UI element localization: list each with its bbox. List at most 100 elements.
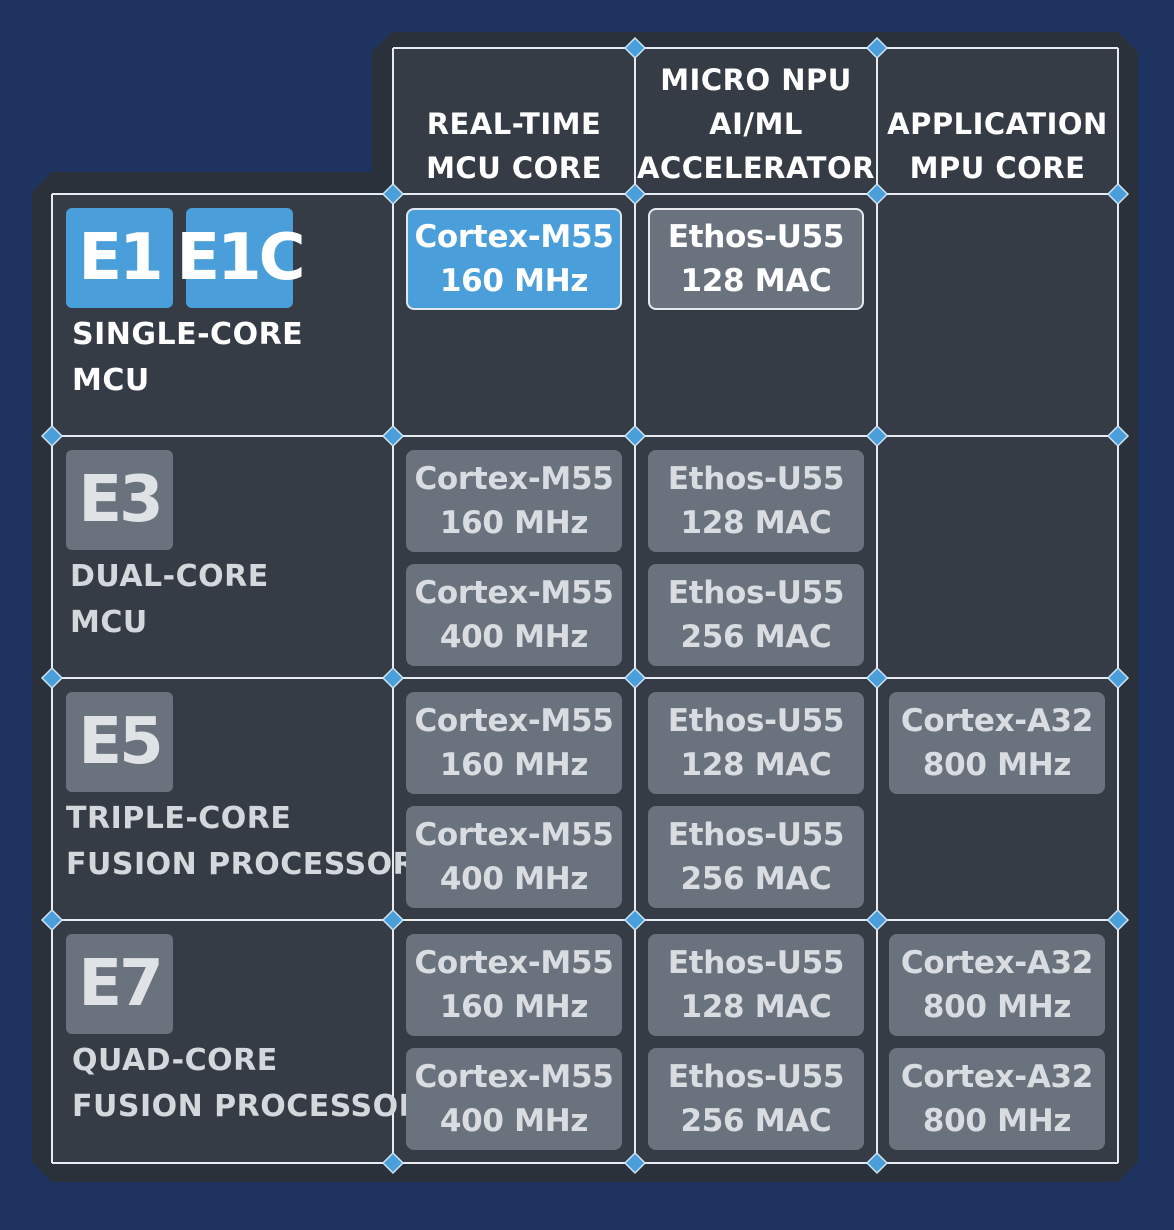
grid-node-top-1 [623,36,647,60]
grid-nodes [40,36,1130,1175]
core-spec: 400 MHz [439,861,589,897]
grid-node-r5-c1 [381,1151,405,1175]
model-badge-e5: E5 [66,692,173,792]
grid-node-r3-c0 [40,666,64,690]
model-badge-e7: E7 [66,934,173,1034]
grid-node-r2-c1 [381,424,405,448]
core-chip-mcu-3-0: Cortex-M55 160 MHz [406,934,622,1036]
grid-node-r5-c3 [865,1151,889,1175]
grid-node-r3-c1 [381,666,405,690]
core-spec: 800 MHz [922,747,1072,783]
model-badge-e1c: E1C [176,208,306,308]
grid-node-r2-c0 [40,424,64,448]
core-name: Ethos-U55 [667,461,845,497]
column-header-line: MPU CORE [909,151,1086,185]
grid-lines [51,47,1119,1164]
row-label-line: QUAD-CORE [72,1043,278,1078]
core-chip-mcu-3-1: Cortex-M55 400 MHz [406,1048,622,1150]
row-label-1: DUAL-CORE MCU [70,554,269,646]
core-chip-mcu-1-0: Cortex-M55 160 MHz [406,450,622,552]
core-name: Cortex-M55 [414,575,614,611]
column-header-1: MICRO NPU AI/ML ACCELERATOR [635,50,877,190]
core-chip-npu-3-1: Ethos-U55 256 MAC [648,1048,864,1150]
grid-node-r5-c2 [623,1151,647,1175]
row-label-line: DUAL-CORE [70,559,269,594]
column-header-line: APPLICATION [887,107,1108,141]
grid-node-r4-c3 [865,908,889,932]
grid-node-r1-c2 [623,182,647,206]
core-name: Cortex-M55 [414,1059,614,1095]
core-name: Ethos-U55 [667,219,845,255]
core-spec: 800 MHz [922,1103,1072,1139]
core-chip-npu-3-0: Ethos-U55 128 MAC [648,934,864,1036]
core-chip-mcu-1-1: Cortex-M55 400 MHz [406,564,622,666]
core-name: Ethos-U55 [667,1059,845,1095]
core-chip-mcu-0-0: Cortex-M55 160 MHz [406,208,622,310]
core-name: Ethos-U55 [667,575,845,611]
grid-node-r2-c4 [1106,424,1130,448]
core-spec: 256 MAC [680,619,832,655]
core-name: Ethos-U55 [667,945,845,981]
column-header-line: MICRO NPU [660,63,852,97]
column-header-line: REAL-TIME [426,107,602,141]
column-header-2: APPLICATION MPU CORE [877,50,1118,190]
row-label-2: TRIPLE-CORE FUSION PROCESSOR [66,796,416,888]
column-header-line: AI/ML [709,107,803,141]
row-label-3: QUAD-CORE FUSION PROCESSOR [72,1038,422,1130]
core-spec: 128 MAC [680,989,832,1025]
core-name: Cortex-M55 [414,945,614,981]
column-header-line: MCU CORE [426,151,602,185]
core-spec: 128 MAC [680,505,832,541]
column-header-0: REAL-TIME MCU CORE [393,50,635,190]
grid-node-r2-c3 [865,424,889,448]
grid-node-r3-c4 [1106,666,1130,690]
core-name: Cortex-A32 [900,1059,1094,1095]
core-name: Cortex-M55 [414,817,614,853]
core-name: Ethos-U55 [667,703,845,739]
row-label-line: TRIPLE-CORE [66,801,292,836]
grid-node-r4-c2 [623,908,647,932]
core-chip-npu-1-0: Ethos-U55 128 MAC [648,450,864,552]
column-header-line: ACCELERATOR [637,151,875,185]
core-spec: 160 MHz [439,989,589,1025]
core-chip-npu-1-1: Ethos-U55 256 MAC [648,564,864,666]
grid-node-r4-c4 [1106,908,1130,932]
model-badge-e1: E1 [66,208,173,308]
core-spec: 800 MHz [922,989,1072,1025]
core-chip-mpu-2-0: Cortex-A32 800 MHz [889,692,1105,794]
core-spec: 160 MHz [439,263,589,299]
core-name: Cortex-M55 [414,219,614,255]
core-spec: 400 MHz [439,619,589,655]
grid-node-r4-c1 [381,908,405,932]
grid-node-r4-c0 [40,908,64,932]
grid-node-top-2 [865,36,889,60]
core-name: Cortex-M55 [414,703,614,739]
core-name: Cortex-A32 [900,703,1094,739]
core-spec: 256 MAC [680,861,832,897]
core-spec: 256 MAC [680,1103,832,1139]
row-label-line: FUSION PROCESSOR [66,847,417,882]
core-chip-mcu-2-1: Cortex-M55 400 MHz [406,806,622,908]
grid-node-r2-c2 [623,424,647,448]
grid-node-r1-c3 [865,182,889,206]
core-chip-mcu-2-0: Cortex-M55 160 MHz [406,692,622,794]
core-chip-mpu-3-1: Cortex-A32 800 MHz [889,1048,1105,1150]
grid-node-r1-c1 [381,182,405,206]
row-label-line: MCU [72,363,150,398]
core-chip-npu-2-0: Ethos-U55 128 MAC [648,692,864,794]
core-spec: 128 MAC [680,747,832,783]
row-label-line: MCU [70,605,148,640]
core-name: Cortex-M55 [414,461,614,497]
core-name: Cortex-A32 [900,945,1094,981]
core-chip-mpu-3-0: Cortex-A32 800 MHz [889,934,1105,1036]
row-label-line: FUSION PROCESSOR [72,1089,423,1124]
grid-node-r1-c4 [1106,182,1130,206]
core-spec: 400 MHz [439,1103,589,1139]
grid-node-r3-c3 [865,666,889,690]
model-badge-e3: E3 [66,450,173,550]
core-spec: 160 MHz [439,747,589,783]
core-spec: 160 MHz [439,505,589,541]
